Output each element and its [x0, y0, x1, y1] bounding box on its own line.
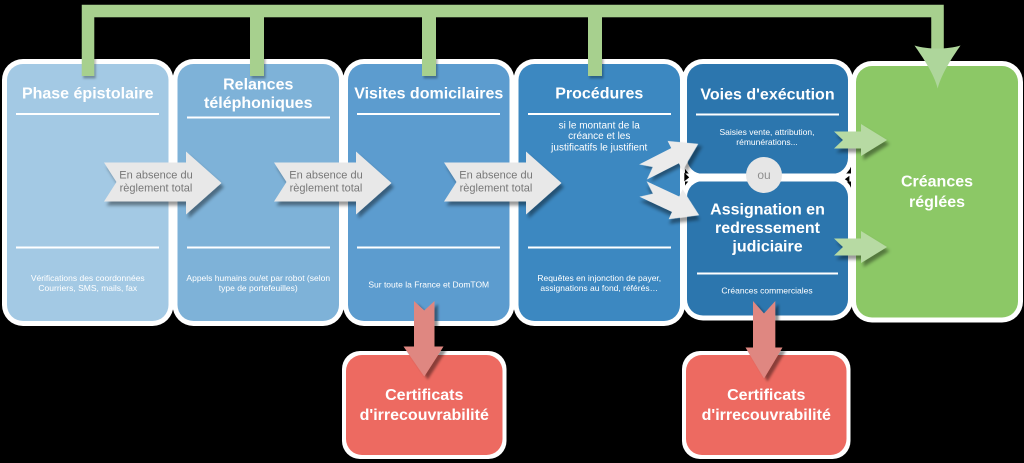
svg-text:Appels humains ou/et par robot: Appels humains ou/et par robot (selon	[186, 273, 330, 283]
svg-text:Sur toute la France et DomTOM: Sur toute la France et DomTOM	[368, 280, 489, 290]
svg-text:Certificats: Certificats	[727, 387, 805, 404]
svg-text:réglées: réglées	[909, 194, 965, 211]
svg-text:créance et les: créance et les	[568, 131, 630, 142]
svg-text:Assignation en: Assignation en	[710, 202, 825, 219]
svg-text:Phase épistolaire: Phase épistolaire	[22, 86, 154, 103]
svg-text:règlement total: règlement total	[290, 183, 363, 195]
svg-text:ou: ou	[757, 168, 770, 182]
svg-text:rémunérations...: rémunérations...	[736, 137, 797, 147]
svg-text:Courriers, SMS, mails, fax: Courriers, SMS, mails, fax	[38, 283, 137, 293]
svg-text:justificatifs le justifient: justificatifs le justifient	[550, 142, 647, 153]
svg-text:Requêtes en injonction de paye: Requêtes en injonction de payer,	[537, 273, 661, 283]
svg-text:En absence du: En absence du	[119, 170, 192, 182]
svg-text:Visites domicilaires: Visites domicilaires	[354, 86, 503, 103]
svg-text:redressement: redressement	[715, 220, 821, 237]
svg-text:règlement total: règlement total	[460, 183, 533, 195]
svg-text:En absence du: En absence du	[289, 170, 362, 182]
svg-text:Créances: Créances	[901, 173, 973, 190]
svg-text:Vérifications des coordonnées: Vérifications des coordonnées	[31, 273, 145, 283]
svg-text:assignations au fond, référés…: assignations au fond, référés…	[540, 283, 658, 293]
svg-text:Saisies vente, attribution,: Saisies vente, attribution,	[720, 127, 815, 137]
svg-text:type de portefeuilles): type de portefeuilles)	[219, 283, 298, 293]
svg-text:d'irrecouvrabilité: d'irrecouvrabilité	[360, 407, 489, 424]
svg-text:Créances commerciales: Créances commerciales	[721, 286, 812, 296]
svg-text:Relances: Relances	[223, 77, 293, 94]
svg-text:judiciaire: judiciaire	[731, 239, 802, 256]
svg-text:En absence du: En absence du	[459, 170, 532, 182]
svg-text:règlement total: règlement total	[120, 183, 193, 195]
svg-text:Certificats: Certificats	[385, 387, 463, 404]
svg-text:téléphoniques: téléphoniques	[204, 95, 313, 112]
svg-text:Voies d'exécution: Voies d'exécution	[700, 87, 834, 104]
svg-text:si le montant de la: si le montant de la	[559, 120, 641, 131]
svg-text:Procédures: Procédures	[555, 86, 643, 103]
svg-text:d'irrecouvrabilité: d'irrecouvrabilité	[702, 407, 831, 424]
